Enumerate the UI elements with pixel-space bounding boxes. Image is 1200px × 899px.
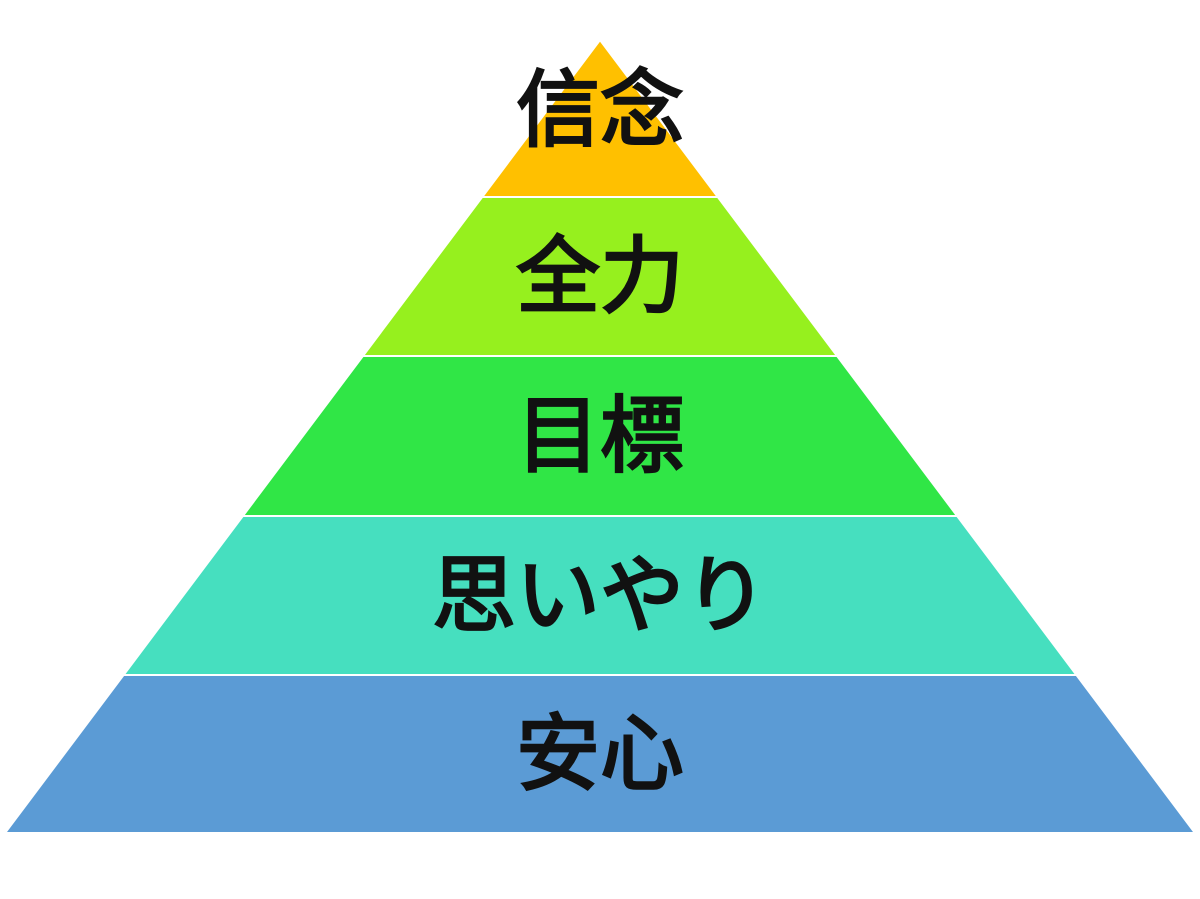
- tier-label-5: 安心: [516, 705, 684, 803]
- tier-label-1: 信念: [516, 61, 684, 159]
- pyramid-tier-5: [2, 674, 1198, 834]
- tier-label-2: 全力: [515, 228, 684, 326]
- tier-label-3: 目標: [516, 387, 684, 485]
- tier-label-4: 思いやり: [432, 547, 768, 645]
- pyramid-tiers: [2, 38, 1198, 834]
